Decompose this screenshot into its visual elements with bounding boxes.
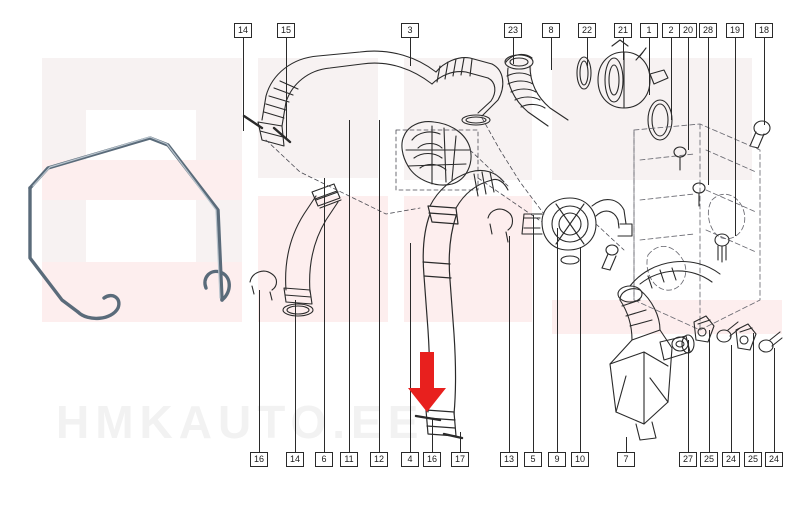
callout-label-14[interactable]: 14: [234, 23, 252, 38]
callout-label-1[interactable]: 1: [640, 23, 658, 38]
bellows-hose: [504, 53, 569, 127]
callout-leader-line: [587, 38, 588, 66]
callout-label-21[interactable]: 21: [614, 23, 632, 38]
callout-label-5[interactable]: 5: [524, 452, 542, 467]
callout-leader-line: [295, 300, 296, 452]
callout-leader-line: [243, 38, 244, 131]
callout-label-4[interactable]: 4: [401, 452, 419, 467]
callout-leader-line: [731, 345, 732, 452]
callout-leader-line: [626, 437, 627, 452]
callout-leader-line: [557, 228, 558, 452]
thermostat-housing: [521, 197, 633, 251]
callout-label-11[interactable]: 11: [340, 452, 358, 467]
callout-label-10[interactable]: 10: [571, 452, 589, 467]
callout-label-20[interactable]: 20: [679, 23, 697, 38]
callout-label-9[interactable]: 9: [548, 452, 566, 467]
callout-leader-line: [533, 215, 534, 452]
callout-leader-line: [410, 38, 411, 66]
callout-label-8[interactable]: 8: [542, 23, 560, 38]
callout-label-27[interactable]: 27: [679, 452, 697, 467]
callout-leader-line: [774, 348, 775, 452]
callout-leader-line: [460, 432, 461, 452]
seal-ring: [461, 114, 491, 126]
fastener-24-b: [758, 331, 783, 353]
bracket-27: [671, 336, 689, 352]
hose-down-to-intake: [477, 63, 504, 117]
callout-leader-line: [708, 38, 709, 185]
alignment-guide: [395, 129, 479, 191]
bracket-25-a: [693, 315, 715, 343]
hose-coupling-3: [431, 57, 493, 85]
retaining-clip-13: [487, 208, 514, 243]
bolt-10: [601, 244, 619, 271]
callout-leader-line: [513, 38, 514, 64]
clamp-ring-22: [576, 56, 592, 90]
callout-label-28[interactable]: 28: [699, 23, 717, 38]
bolt-19: [714, 233, 730, 263]
callout-leader-line: [649, 38, 650, 95]
callout-label-23[interactable]: 23: [504, 23, 522, 38]
engine-block-phantom: [633, 123, 761, 331]
callout-leader-line: [688, 340, 689, 452]
callout-leader-line: [671, 38, 672, 120]
callout-leader-line: [623, 38, 624, 60]
retaining-clip-16: [249, 270, 278, 301]
callout-label-25[interactable]: 25: [744, 452, 762, 467]
small-fastener-20: [673, 146, 687, 171]
callout-leader-line: [709, 330, 710, 452]
callout-leader-line: [580, 247, 581, 452]
callout-label-17[interactable]: 17: [451, 452, 469, 467]
upper-left-hose: [257, 50, 437, 147]
callout-label-6[interactable]: 6: [315, 452, 333, 467]
upper-branch-hose: [429, 169, 509, 209]
callout-label-2[interactable]: 2: [662, 23, 680, 38]
callout-label-14[interactable]: 14: [286, 452, 304, 467]
callout-label-16[interactable]: 16: [423, 452, 441, 467]
assembly-guide-lines: [265, 117, 625, 251]
middle-left-hose: [283, 183, 342, 305]
wire-clamp-part: [28, 136, 231, 320]
callout-label-25[interactable]: 25: [700, 452, 718, 467]
callout-leader-line: [764, 38, 765, 125]
air-duct-resonator: [609, 261, 721, 441]
red-highlight-arrow: [404, 352, 450, 419]
callout-label-12[interactable]: 12: [370, 452, 388, 467]
callout-leader-line: [410, 243, 411, 452]
callout-label-3[interactable]: 3: [401, 23, 419, 38]
callout-leader-line: [735, 38, 736, 236]
intake-manifold: [401, 121, 472, 186]
callout-leader-line: [324, 178, 325, 452]
callout-leader-line: [551, 38, 552, 70]
callout-leader-line: [259, 290, 260, 452]
callout-leader-line: [753, 333, 754, 452]
callout-label-24[interactable]: 24: [765, 452, 783, 467]
part-marker-14-top: [242, 114, 264, 130]
callout-label-22[interactable]: 22: [578, 23, 596, 38]
callout-label-24[interactable]: 24: [722, 452, 740, 467]
o-ring-2: [647, 99, 673, 141]
wire-clamp-highlight: [32, 136, 221, 299]
part-marker-16: [414, 414, 442, 422]
callout-leader-line: [379, 120, 380, 452]
callout-leader-line: [688, 38, 689, 150]
part-marker-17: [442, 432, 464, 440]
callout-label-19[interactable]: 19: [726, 23, 744, 38]
small-fastener-28: [692, 182, 706, 207]
callout-leader-line: [509, 236, 510, 452]
callout-leader-line: [349, 120, 350, 452]
callout-leader-line: [432, 418, 433, 452]
callout-label-16[interactable]: 16: [250, 452, 268, 467]
callout-label-18[interactable]: 18: [755, 23, 773, 38]
o-ring-9: [560, 255, 580, 265]
gasket-ring-14: [282, 303, 314, 317]
callout-label-7[interactable]: 7: [617, 452, 635, 467]
callout-leader-line: [286, 38, 287, 140]
bolt-18: [749, 120, 771, 149]
part-marker-15-top: [272, 126, 292, 144]
callout-label-13[interactable]: 13: [500, 452, 518, 467]
callout-label-15[interactable]: 15: [277, 23, 295, 38]
throttle-body: [597, 39, 669, 109]
